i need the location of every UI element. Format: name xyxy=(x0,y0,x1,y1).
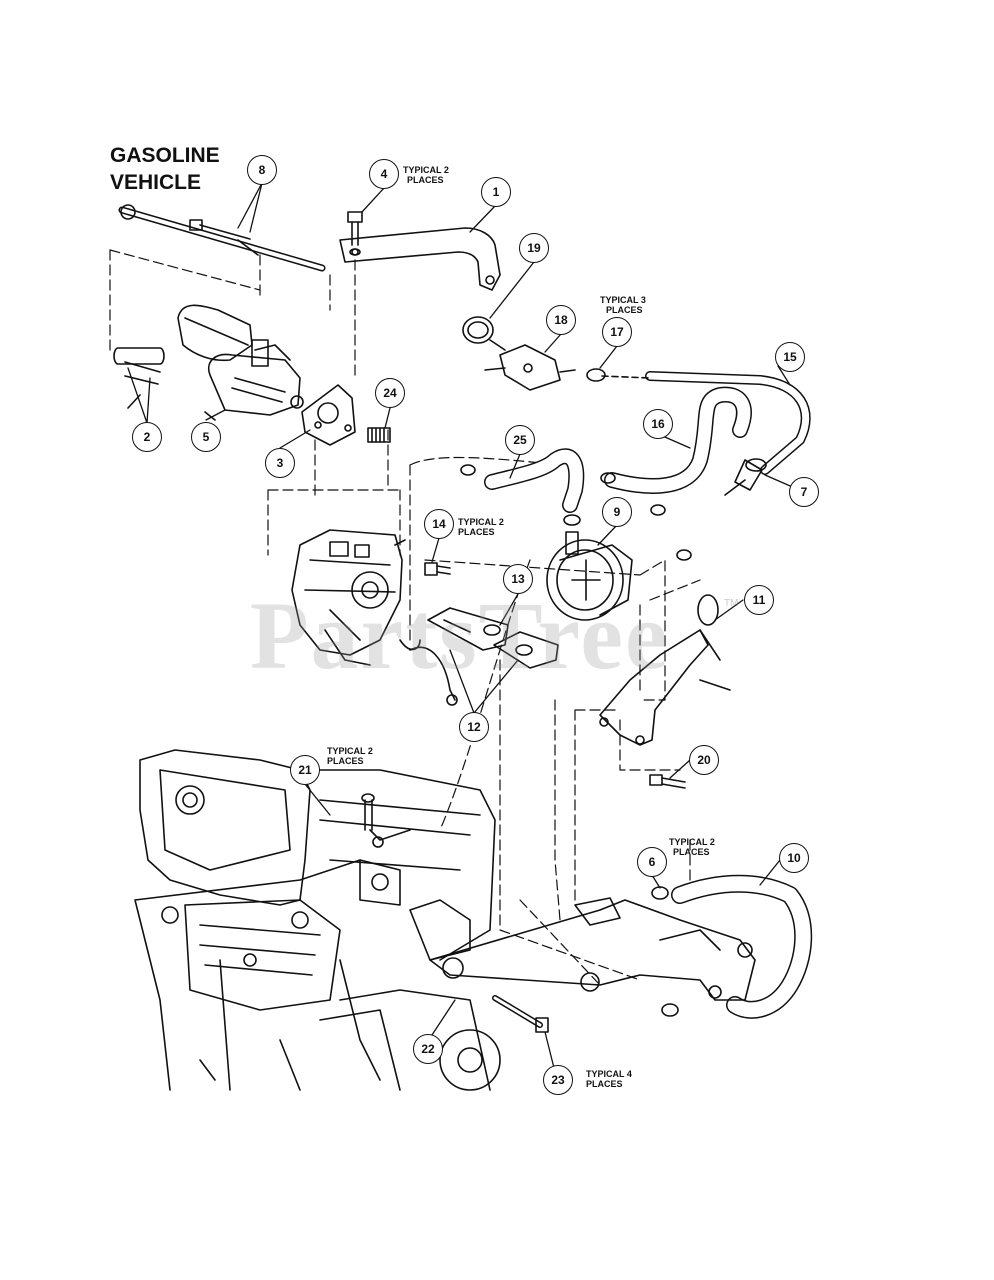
screw-20 xyxy=(649,774,686,789)
clamp-6 xyxy=(651,886,679,1017)
callout-2[interactable]: 2 xyxy=(132,422,162,452)
clamp-17 xyxy=(586,368,606,382)
watermark-tm: TM xyxy=(724,598,739,609)
throttle-body xyxy=(177,304,304,421)
note-part-14: TYPICAL 2 PLACES xyxy=(458,517,504,537)
callout-25[interactable]: 25 xyxy=(505,425,535,455)
hose-25 xyxy=(460,448,616,513)
callout-15[interactable]: 15 xyxy=(775,342,805,372)
callout-24[interactable]: 24 xyxy=(375,378,405,408)
callout-10[interactable]: 10 xyxy=(779,843,809,873)
callout-6[interactable]: 6 xyxy=(637,847,667,877)
intake-manifold xyxy=(429,897,756,1001)
screw-14 xyxy=(424,562,451,576)
callout-4[interactable]: 4 xyxy=(369,159,399,189)
fuel-pump xyxy=(546,504,692,621)
engine xyxy=(134,749,501,1091)
callout-12[interactable]: 12 xyxy=(459,712,489,742)
fitting-7 xyxy=(724,458,767,496)
callout-11[interactable]: 11 xyxy=(744,585,774,615)
callout-3[interactable]: 3 xyxy=(265,448,295,478)
spring xyxy=(367,427,391,443)
construction-lines xyxy=(109,249,701,986)
note-part-23: TYPICAL 4 PLACES xyxy=(586,1069,632,1089)
note-part-6: TYPICAL 2 PLACES xyxy=(669,837,715,857)
hose-15 xyxy=(601,371,811,475)
fuel-filter xyxy=(484,344,576,391)
bolt-23 xyxy=(492,995,549,1033)
title-line-1: GASOLINE xyxy=(110,144,220,167)
gasket-12 xyxy=(493,631,559,669)
bracket-11 xyxy=(599,594,731,746)
hose-16 xyxy=(604,386,752,494)
diagram-title: GASOLINE VEHICLE xyxy=(110,142,220,196)
callout-8[interactable]: 8 xyxy=(247,155,277,185)
callout-16[interactable]: 16 xyxy=(643,409,673,439)
gasket-13 xyxy=(427,607,509,651)
callout-22[interactable]: 22 xyxy=(413,1034,443,1064)
callout-9[interactable]: 9 xyxy=(602,497,632,527)
callout-19[interactable]: 19 xyxy=(519,233,549,263)
callout-7[interactable]: 7 xyxy=(789,477,819,507)
callout-21[interactable]: 21 xyxy=(290,755,320,785)
leader-lines xyxy=(127,182,805,1069)
rod-assembly xyxy=(118,204,326,272)
note-part-4: TYPICAL 2 PLACES xyxy=(403,165,449,185)
callout-18[interactable]: 18 xyxy=(546,305,576,335)
callout-17[interactable]: 17 xyxy=(602,317,632,347)
callout-20[interactable]: 20 xyxy=(689,745,719,775)
title-line-2: VEHICLE xyxy=(110,171,202,194)
carburetor xyxy=(291,529,458,706)
callout-13[interactable]: 13 xyxy=(503,564,533,594)
hose-10 xyxy=(671,874,813,1019)
bracket xyxy=(339,227,501,291)
note-part-17: TYPICAL 3 PLACES xyxy=(600,295,646,315)
callout-1[interactable]: 1 xyxy=(481,177,511,207)
gasket xyxy=(301,384,356,446)
callout-5[interactable]: 5 xyxy=(191,422,221,452)
clamp-19 xyxy=(462,316,506,351)
callout-23[interactable]: 23 xyxy=(543,1065,573,1095)
callout-14[interactable]: 14 xyxy=(424,509,454,539)
note-part-21: TYPICAL 2 PLACES xyxy=(327,746,373,766)
